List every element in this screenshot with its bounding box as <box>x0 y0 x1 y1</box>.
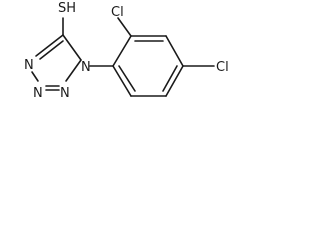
bond-n4-c5 <box>35 34 64 57</box>
bond-c6-c1 <box>112 65 132 97</box>
atom-n3: N <box>33 86 43 101</box>
bond-n3-n4 <box>31 71 39 82</box>
atom-n2: N <box>60 86 70 101</box>
bond-c2-cl <box>117 17 132 37</box>
atom-labels: SH N N N N Cl Cl <box>24 1 229 101</box>
bond-c3-c4 <box>165 35 184 67</box>
atom-n4: N <box>24 58 34 73</box>
bond-n1-n2 <box>65 59 82 82</box>
bond-c4-c5-double <box>162 65 178 92</box>
chemical-structure-diagram: SH N N N N Cl Cl <box>0 0 240 119</box>
atom-chloro-ortho: Cl <box>111 5 124 20</box>
bond-c5-n1 <box>62 34 82 61</box>
bond-c4-c5 <box>165 65 184 97</box>
atom-thiol: SH <box>58 1 76 16</box>
bond-c1-c2 <box>112 35 132 67</box>
atom-chloro-para: Cl <box>216 60 229 75</box>
bond-n4-c5-double <box>39 40 64 60</box>
atom-n1: N <box>81 60 91 75</box>
tetrazole-ring <box>31 17 82 91</box>
bond-c6-c1-double <box>118 65 136 92</box>
molecule-drawing: SH N N N N Cl Cl <box>24 1 229 101</box>
benzene-ring <box>112 35 184 97</box>
